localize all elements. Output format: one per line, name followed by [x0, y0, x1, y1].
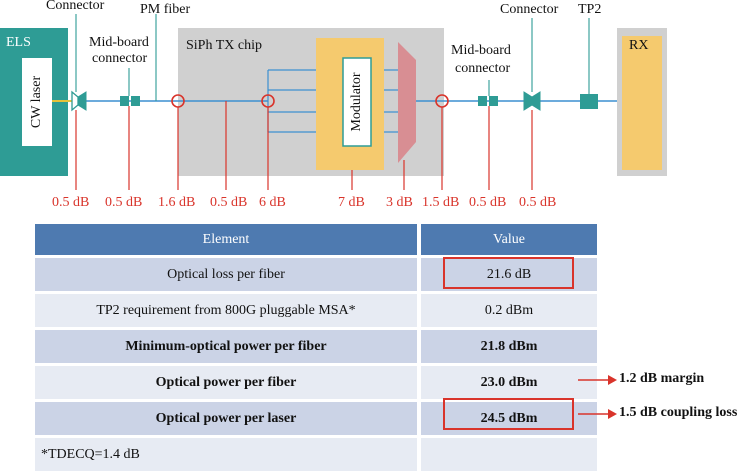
connector-left: [71, 90, 87, 112]
table-cell-value: [421, 438, 597, 471]
table-cell-value: 21.6 dB: [421, 258, 597, 291]
table-cell-element: Minimum-optical power per fiber: [35, 330, 417, 363]
label-pointers: [75, 14, 590, 101]
table-cell-element: Optical power per laser: [35, 402, 417, 435]
loss-value: 0.5 dB: [210, 195, 248, 210]
annotation-arrows: [578, 375, 617, 419]
mid-board-left-label-1: Mid-board: [89, 35, 149, 50]
connector-left-label: Connector: [46, 0, 105, 13]
cw-laser-label: CW laser: [29, 75, 44, 129]
modulator-label: Modulator: [349, 72, 364, 132]
tp2-block: [580, 94, 598, 109]
siph-chip-label: SiPh TX chip: [186, 38, 262, 53]
highlight-loss-box: [443, 257, 574, 289]
margin-annotation: 1.2 dB margin: [619, 371, 705, 386]
rx-inner: [622, 36, 662, 170]
els-label: ELS: [6, 35, 31, 50]
table-cell-value: 21.8 dBm: [421, 330, 597, 363]
connector-right-label: Connector: [500, 2, 559, 17]
loss-value: 0.5 dB: [105, 195, 143, 210]
rx-label: RX: [629, 38, 649, 53]
loss-value: 6 dB: [259, 195, 286, 210]
table-cell-value: 23.0 dBm: [421, 366, 597, 399]
loss-value: 1.5 dB: [422, 195, 460, 210]
loss-value: 7 dB: [338, 195, 365, 210]
connector-right: [523, 91, 541, 111]
table-row: Optical power per fiber 23.0 dBm: [35, 366, 597, 399]
mid-board-right-label-2: connector: [455, 61, 511, 76]
modulator-box: [342, 57, 372, 147]
table-cell-element: TP2 requirement from 800G pluggable MSA*: [35, 294, 417, 327]
highlight-laser-power-box: [443, 398, 574, 430]
table-footnote: *TDECQ=1.4 dB: [35, 438, 417, 471]
coupling-loss-annotation: 1.5 dB coupling loss: [619, 405, 738, 420]
table-row: Optical power per laser 24.5 dBm: [35, 402, 597, 435]
pm-fiber-label: PM fiber: [140, 2, 191, 17]
loss-value: 0.5 dB: [469, 195, 507, 210]
loss-value: 1.6 dB: [158, 195, 196, 210]
table-header-element: Element: [35, 224, 417, 255]
table-row: Optical loss per fiber 21.6 dB: [35, 258, 597, 291]
table-row: TP2 requirement from 800G pluggable MSA*…: [35, 294, 597, 327]
table-header-row: Element Value: [35, 224, 597, 255]
tp2-label: TP2: [578, 2, 602, 17]
table-header-value: Value: [421, 224, 597, 255]
loss-value: 0.5 dB: [519, 195, 557, 210]
table-cell-value: 0.2 dBm: [421, 294, 597, 327]
table-cell-element: Optical loss per fiber: [35, 258, 417, 291]
mid-board-connector-right: [478, 96, 498, 106]
link-budget-diagram: [0, 14, 667, 190]
cw-laser-box: [22, 58, 52, 146]
loss-ticks: [75, 101, 533, 190]
loss-value: 3 dB: [386, 195, 413, 210]
table-row: *TDECQ=1.4 dB: [35, 438, 597, 471]
mux-shape: [398, 42, 416, 163]
mid-board-connector-left: [120, 96, 140, 106]
loss-value: 0.5 dB: [52, 195, 90, 210]
table-row: Minimum-optical power per fiber 21.8 dBm: [35, 330, 597, 363]
table-cell-element: Optical power per fiber: [35, 366, 417, 399]
mid-board-left-label-2: connector: [92, 51, 148, 66]
fanout-lines: [267, 69, 398, 133]
mid-board-right-label-1: Mid-board: [451, 43, 511, 58]
